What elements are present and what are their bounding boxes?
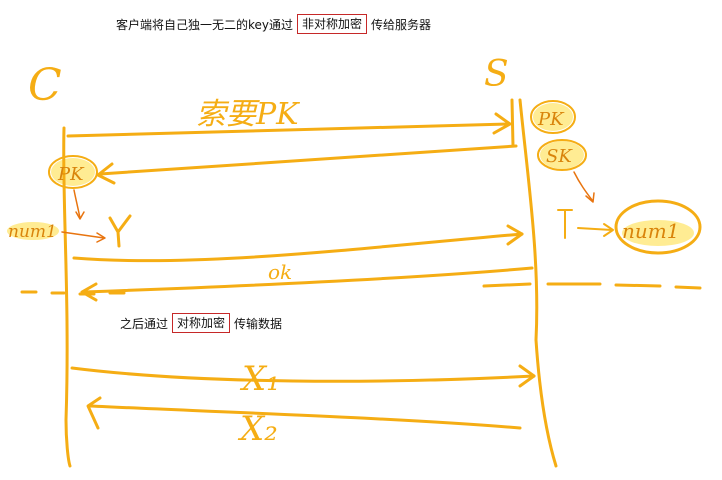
pk-server-label: PK	[537, 109, 565, 130]
ok-return-arrow	[82, 266, 534, 294]
sk-pointer-head	[585, 192, 595, 203]
x1-arrow	[70, 366, 536, 383]
num1-right-circle	[614, 199, 702, 255]
num1-right-label: num1	[622, 219, 679, 243]
divider-left-dashes	[20, 290, 126, 296]
send-encrypted-arrow	[72, 232, 524, 263]
caption-line-2: 之后通过 对称加密 传输数据	[120, 313, 282, 333]
send-encrypted-arrowhead	[506, 224, 524, 246]
server-label: S	[484, 54, 509, 95]
pk-return-arrowhead	[96, 162, 116, 185]
caption-line-1: 客户端将自己独一无二的key通过 非对称加密 传给服务器	[116, 14, 431, 34]
divider-right-dashes	[482, 282, 702, 290]
sk-server-circle	[537, 139, 587, 171]
pk-client-label: PK	[57, 164, 85, 185]
asymmetric-encryption-box: 非对称加密	[297, 14, 368, 34]
x2-arrowhead	[86, 396, 102, 430]
ok-label: ok	[268, 260, 292, 284]
request-pk-arrowhead	[492, 112, 512, 135]
server-lifeline-tick	[510, 98, 515, 148]
x1-arrowhead	[518, 364, 536, 388]
num1-left-highlight	[7, 222, 59, 240]
client-lifeline	[62, 126, 72, 468]
pk-client-highlight	[51, 158, 95, 186]
pk-return-arrow	[98, 144, 518, 176]
server-decrypt-mark	[557, 209, 573, 239]
pk-client-circle	[48, 155, 98, 189]
pk-to-num1-pointer	[73, 189, 81, 219]
num1-pointer-head	[96, 232, 106, 243]
combine-y-mark	[108, 214, 132, 248]
caption-2-after: 传输数据	[234, 316, 283, 331]
pk-server-circle	[530, 100, 576, 134]
sk-pointer	[573, 171, 593, 201]
server-lifeline	[518, 98, 558, 468]
request-pk-label: 索要PK	[196, 97, 300, 132]
caption-2-before: 之后通过	[120, 316, 169, 331]
num1-left-label: num1	[8, 222, 57, 242]
num1-right-highlight	[622, 220, 694, 246]
ok-return-arrowhead	[80, 282, 98, 302]
caption-1-after: 传给服务器	[371, 17, 432, 32]
decrypt-arrowhead	[603, 223, 614, 237]
caption-1-before: 客户端将自己独一无二的key通过	[116, 17, 294, 32]
x2-arrow	[88, 404, 522, 430]
sk-server-label: SK	[546, 146, 573, 167]
pk-pointer-head	[75, 211, 85, 220]
symmetric-encryption-box: 对称加密	[172, 313, 231, 333]
client-label: C	[28, 60, 62, 111]
num1-pointer	[61, 231, 105, 239]
request-pk-arrow	[66, 122, 510, 138]
pk-server-highlight	[533, 103, 573, 131]
decrypt-arrow	[577, 227, 613, 231]
sk-server-highlight	[540, 141, 584, 169]
x2-label: X₂	[237, 409, 278, 449]
